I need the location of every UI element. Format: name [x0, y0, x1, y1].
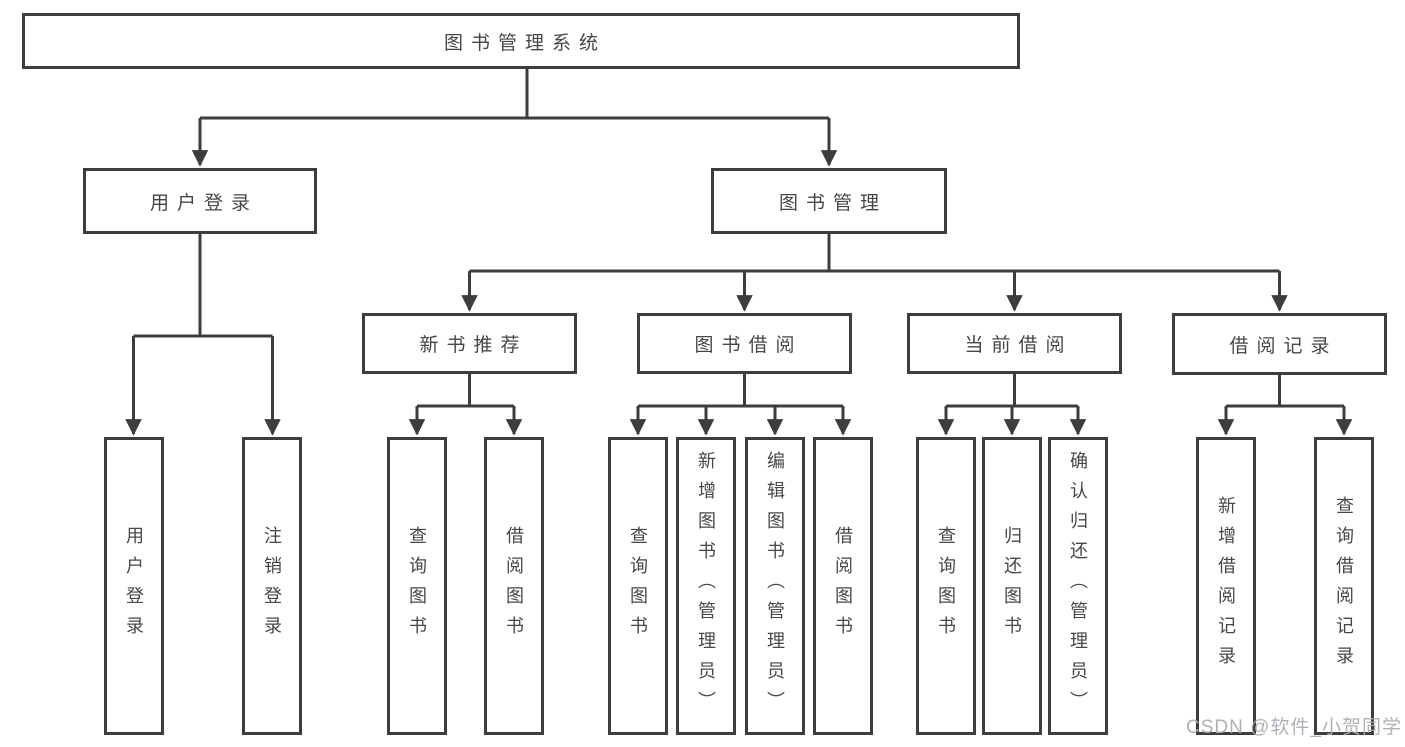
- leaf-recommend-query-books: 查询图书: [387, 437, 447, 735]
- node-borrow-records: 借阅记录: [1172, 313, 1387, 375]
- leaf-borrow-add-books-admin: 新增图书（管理员）: [676, 437, 736, 735]
- leaf-borrow-edit-books-admin: 编辑图书（管理员）: [745, 437, 805, 735]
- leaf-recommend-borrow-books: 借阅图书: [484, 437, 544, 735]
- leaf-current-return-books: 归还图书: [982, 437, 1042, 735]
- node-user-login: 用户登录: [83, 168, 317, 234]
- leaf-user-login: 用户登录: [104, 437, 164, 735]
- leaf-records-add-borrow-record: 新增借阅记录: [1196, 437, 1256, 735]
- leaf-borrow-query-books: 查询图书: [608, 437, 668, 735]
- leaf-records-query-borrow-record: 查询借阅记录: [1314, 437, 1374, 735]
- node-book-management: 图书管理: [711, 168, 947, 234]
- node-current-borrow: 当前借阅: [907, 313, 1122, 374]
- leaf-logout-login: 注销登录: [242, 437, 302, 735]
- node-library-management-system: 图书管理系统: [22, 13, 1020, 69]
- csdn-watermark: CSDN @软件_小贺同学: [1186, 717, 1402, 738]
- leaf-current-query-books: 查询图书: [916, 437, 976, 735]
- node-new-book-recommend: 新书推荐: [362, 313, 577, 374]
- node-book-borrow: 图书借阅: [637, 313, 852, 374]
- leaf-current-confirm-return-admin: 确认归还（管理员）: [1048, 437, 1108, 735]
- leaf-borrow-borrow-books: 借阅图书: [813, 437, 873, 735]
